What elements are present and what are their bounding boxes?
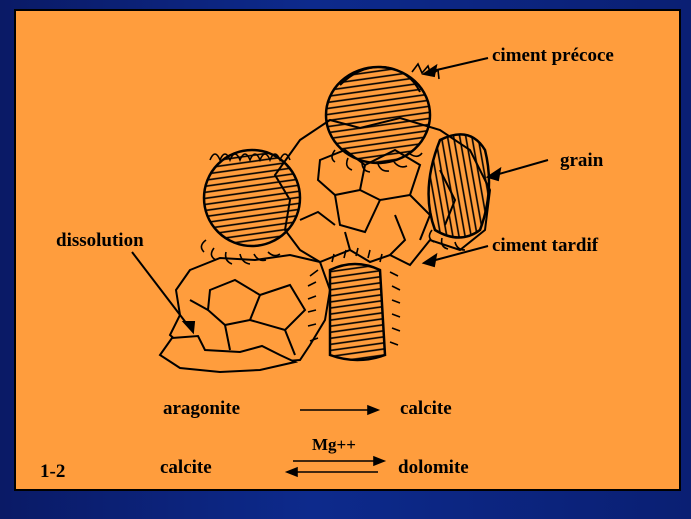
grain-left bbox=[201, 150, 300, 264]
reaction-1-product: calcite bbox=[400, 399, 452, 418]
label-late-cement: ciment tardif bbox=[492, 236, 598, 255]
grain-right bbox=[429, 134, 489, 250]
grain-top bbox=[326, 64, 439, 172]
label-grain: grain bbox=[560, 151, 603, 170]
arrow-late-cement-head bbox=[424, 255, 436, 266]
figure-number: 1-2 bbox=[40, 462, 65, 481]
arrow-dissolution bbox=[132, 252, 190, 328]
arrow-dissolution-head bbox=[184, 322, 194, 332]
reaction-2-back-head bbox=[287, 468, 297, 476]
reaction-1-arrowhead bbox=[368, 406, 378, 414]
label-dissolution: dissolution bbox=[56, 231, 144, 250]
label-early-cement: ciment précoce bbox=[492, 46, 614, 65]
reaction-2-catalyst: Mg++ bbox=[312, 436, 356, 453]
reaction-2-forward-head bbox=[374, 457, 384, 465]
reaction-2-reactant: calcite bbox=[160, 458, 212, 477]
reaction-2-product: dolomite bbox=[398, 458, 469, 477]
reaction-1-reactant: aragonite bbox=[163, 399, 240, 418]
